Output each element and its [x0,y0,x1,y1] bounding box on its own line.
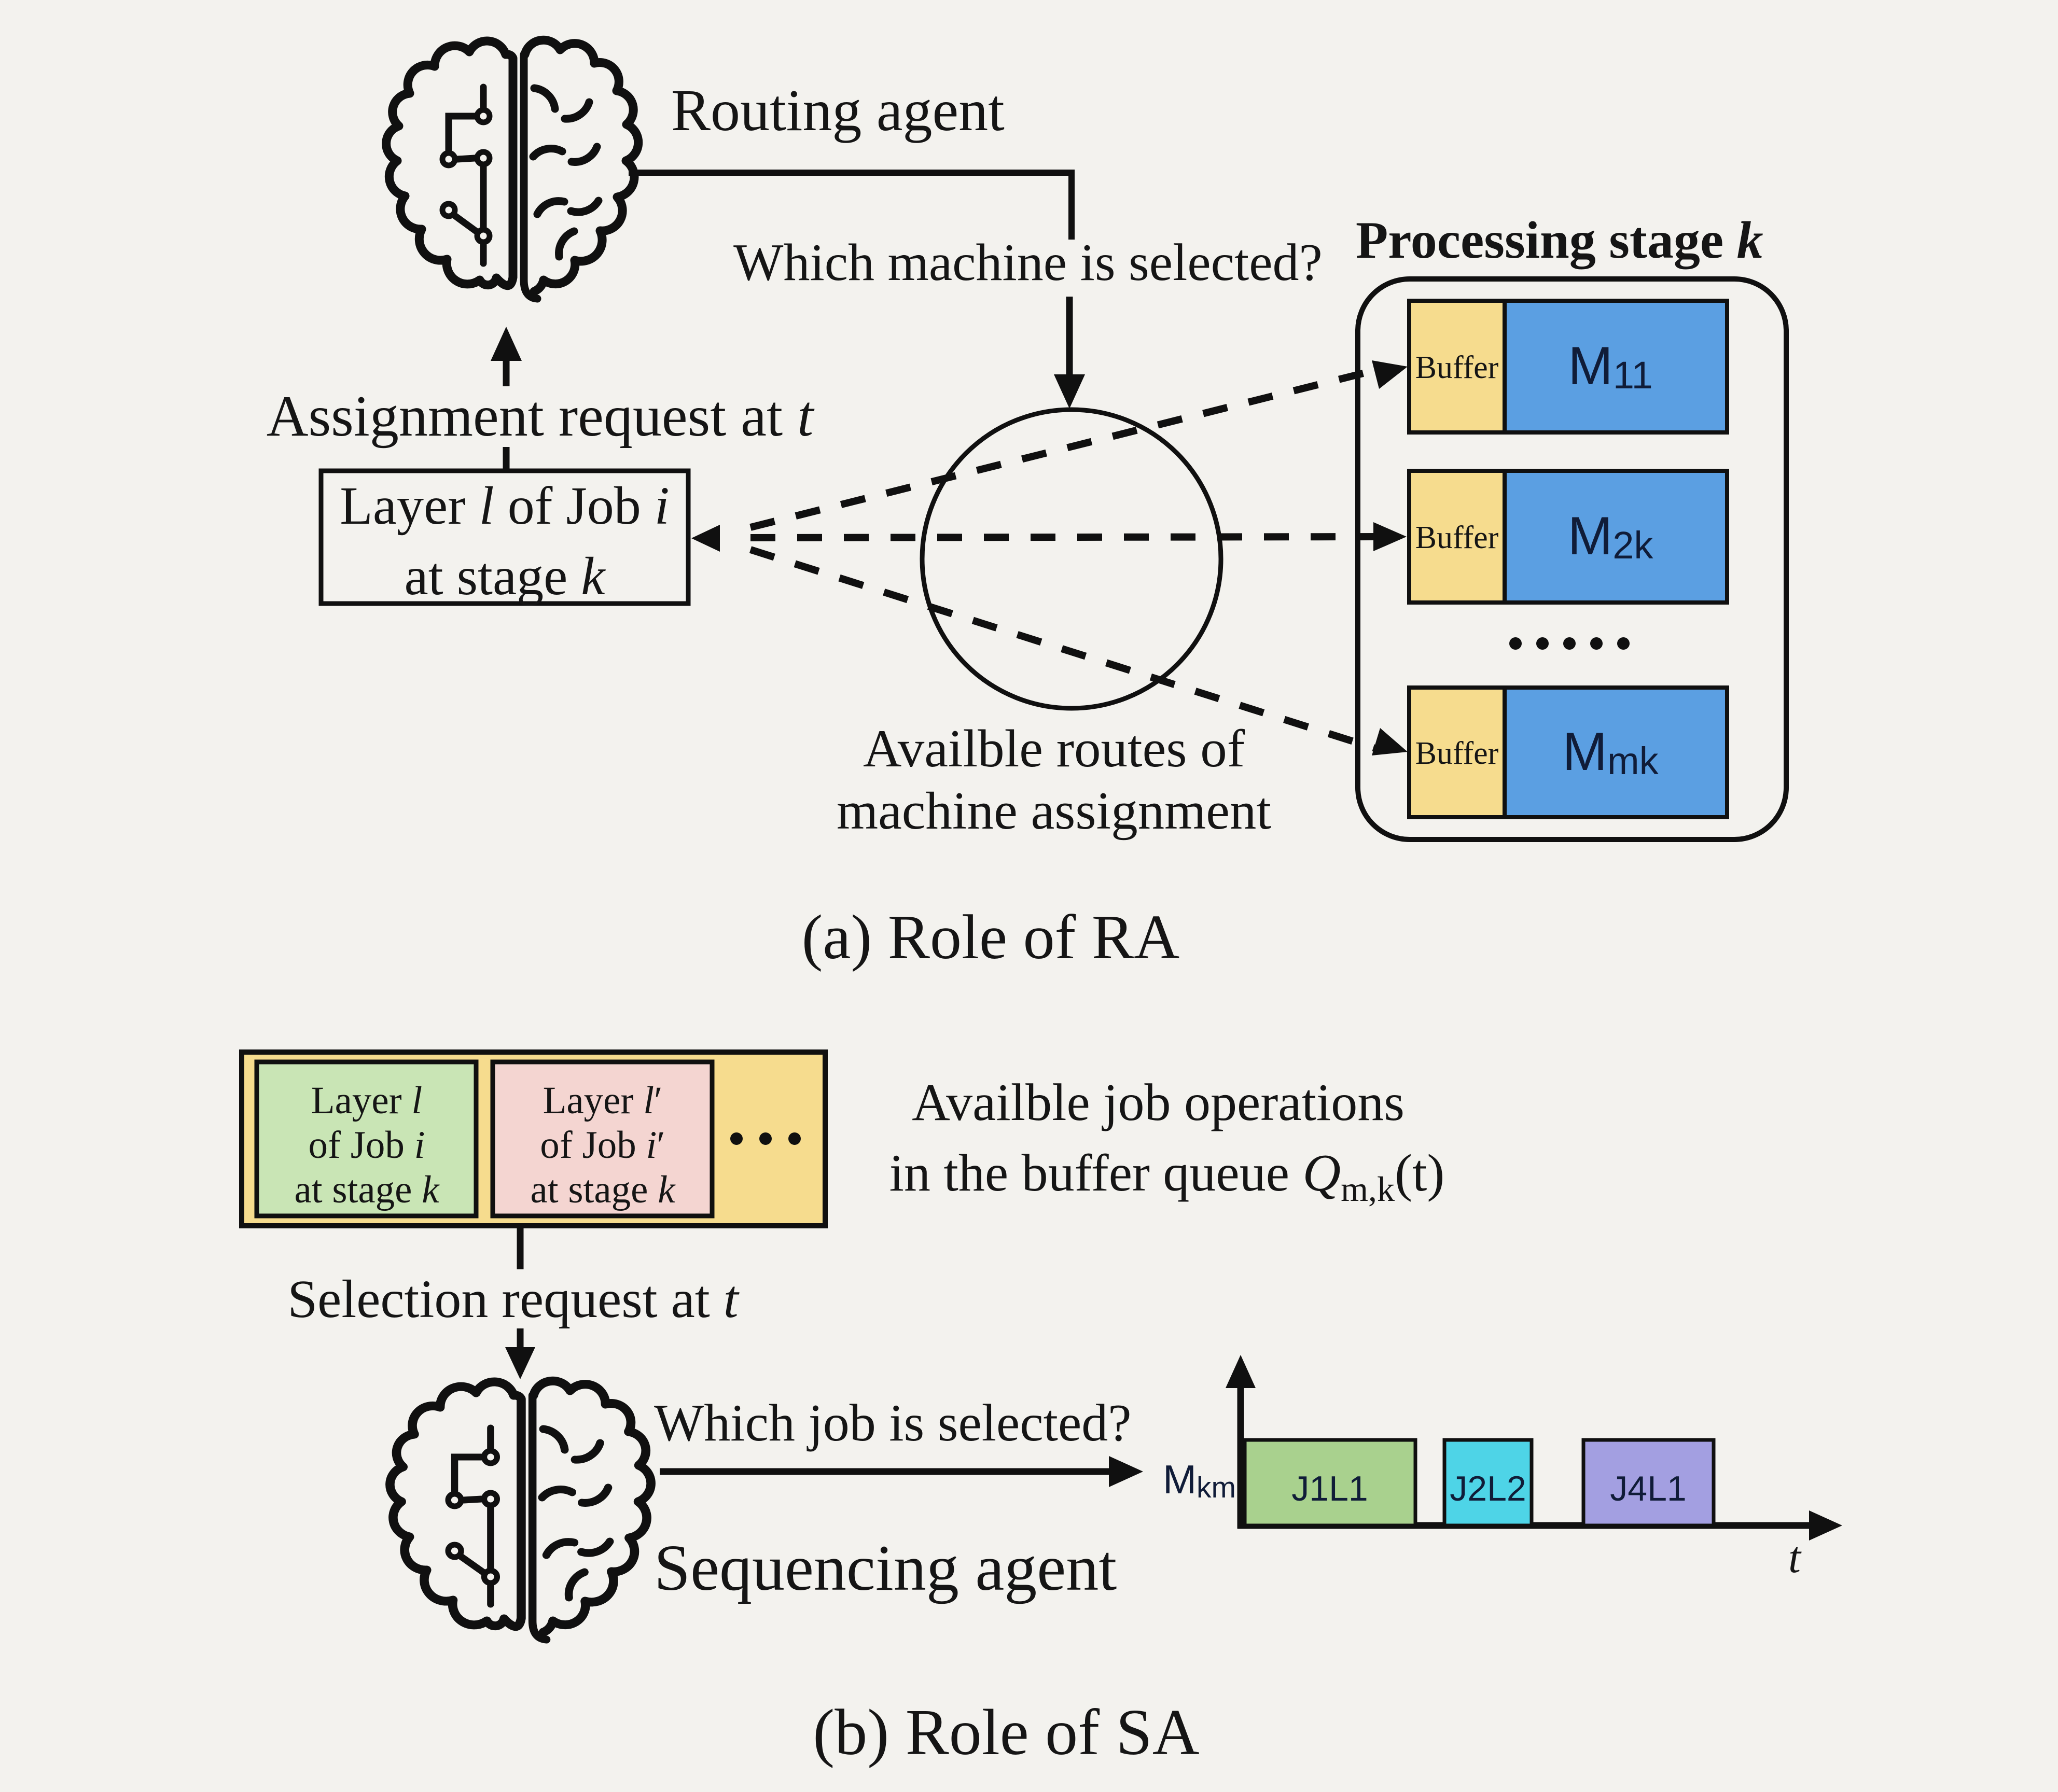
svg-text:Layer l: Layer l [311,1079,422,1122]
svg-text:Processing stage k: Processing stage k [1356,211,1763,270]
svg-text:at stage k: at stage k [405,547,606,606]
svg-text:Availble job operations: Availble job operations [912,1073,1405,1132]
svg-text:Which machine is selected?: Which machine is selected? [733,233,1323,292]
svg-text:Layer l′: Layer l′ [543,1079,663,1122]
svg-text:J4L1: J4L1 [1610,1469,1686,1508]
svg-text:of Job i: of Job i [308,1124,425,1167]
svg-text:Layer l of Job i: Layer l of Job i [340,476,669,536]
svg-text:Availble routes of: Availble routes of [863,719,1245,778]
svg-text:at stage k: at stage k [530,1168,676,1211]
svg-text:J1L1: J1L1 [1291,1469,1368,1508]
svg-text:Buffer: Buffer [1415,736,1499,771]
svg-text:t: t [1788,1532,1802,1582]
svg-text:J2L2: J2L2 [1450,1469,1526,1508]
svg-text:at stage k: at stage k [294,1168,440,1211]
svg-text:Mmk: Mmk [1562,722,1659,782]
svg-text:(a) Role of RA: (a) Role of RA [802,902,1179,972]
svg-text:Assignment request at t: Assignment request at t [267,384,815,449]
svg-text:Selection request at t: Selection request at t [287,1269,739,1329]
svg-text:Sequencing agent: Sequencing agent [654,1532,1117,1604]
svg-text:Buffer: Buffer [1415,520,1499,555]
svg-text:Routing agent: Routing agent [671,77,1005,143]
svg-text:Buffer: Buffer [1415,350,1499,385]
svg-text:of Job i′: of Job i′ [540,1124,665,1167]
svg-text:machine assignment: machine assignment [837,781,1271,841]
svg-text:(b) Role of SA: (b) Role of SA [813,1697,1199,1769]
svg-text:Which job is selected?: Which job is selected? [654,1394,1132,1452]
